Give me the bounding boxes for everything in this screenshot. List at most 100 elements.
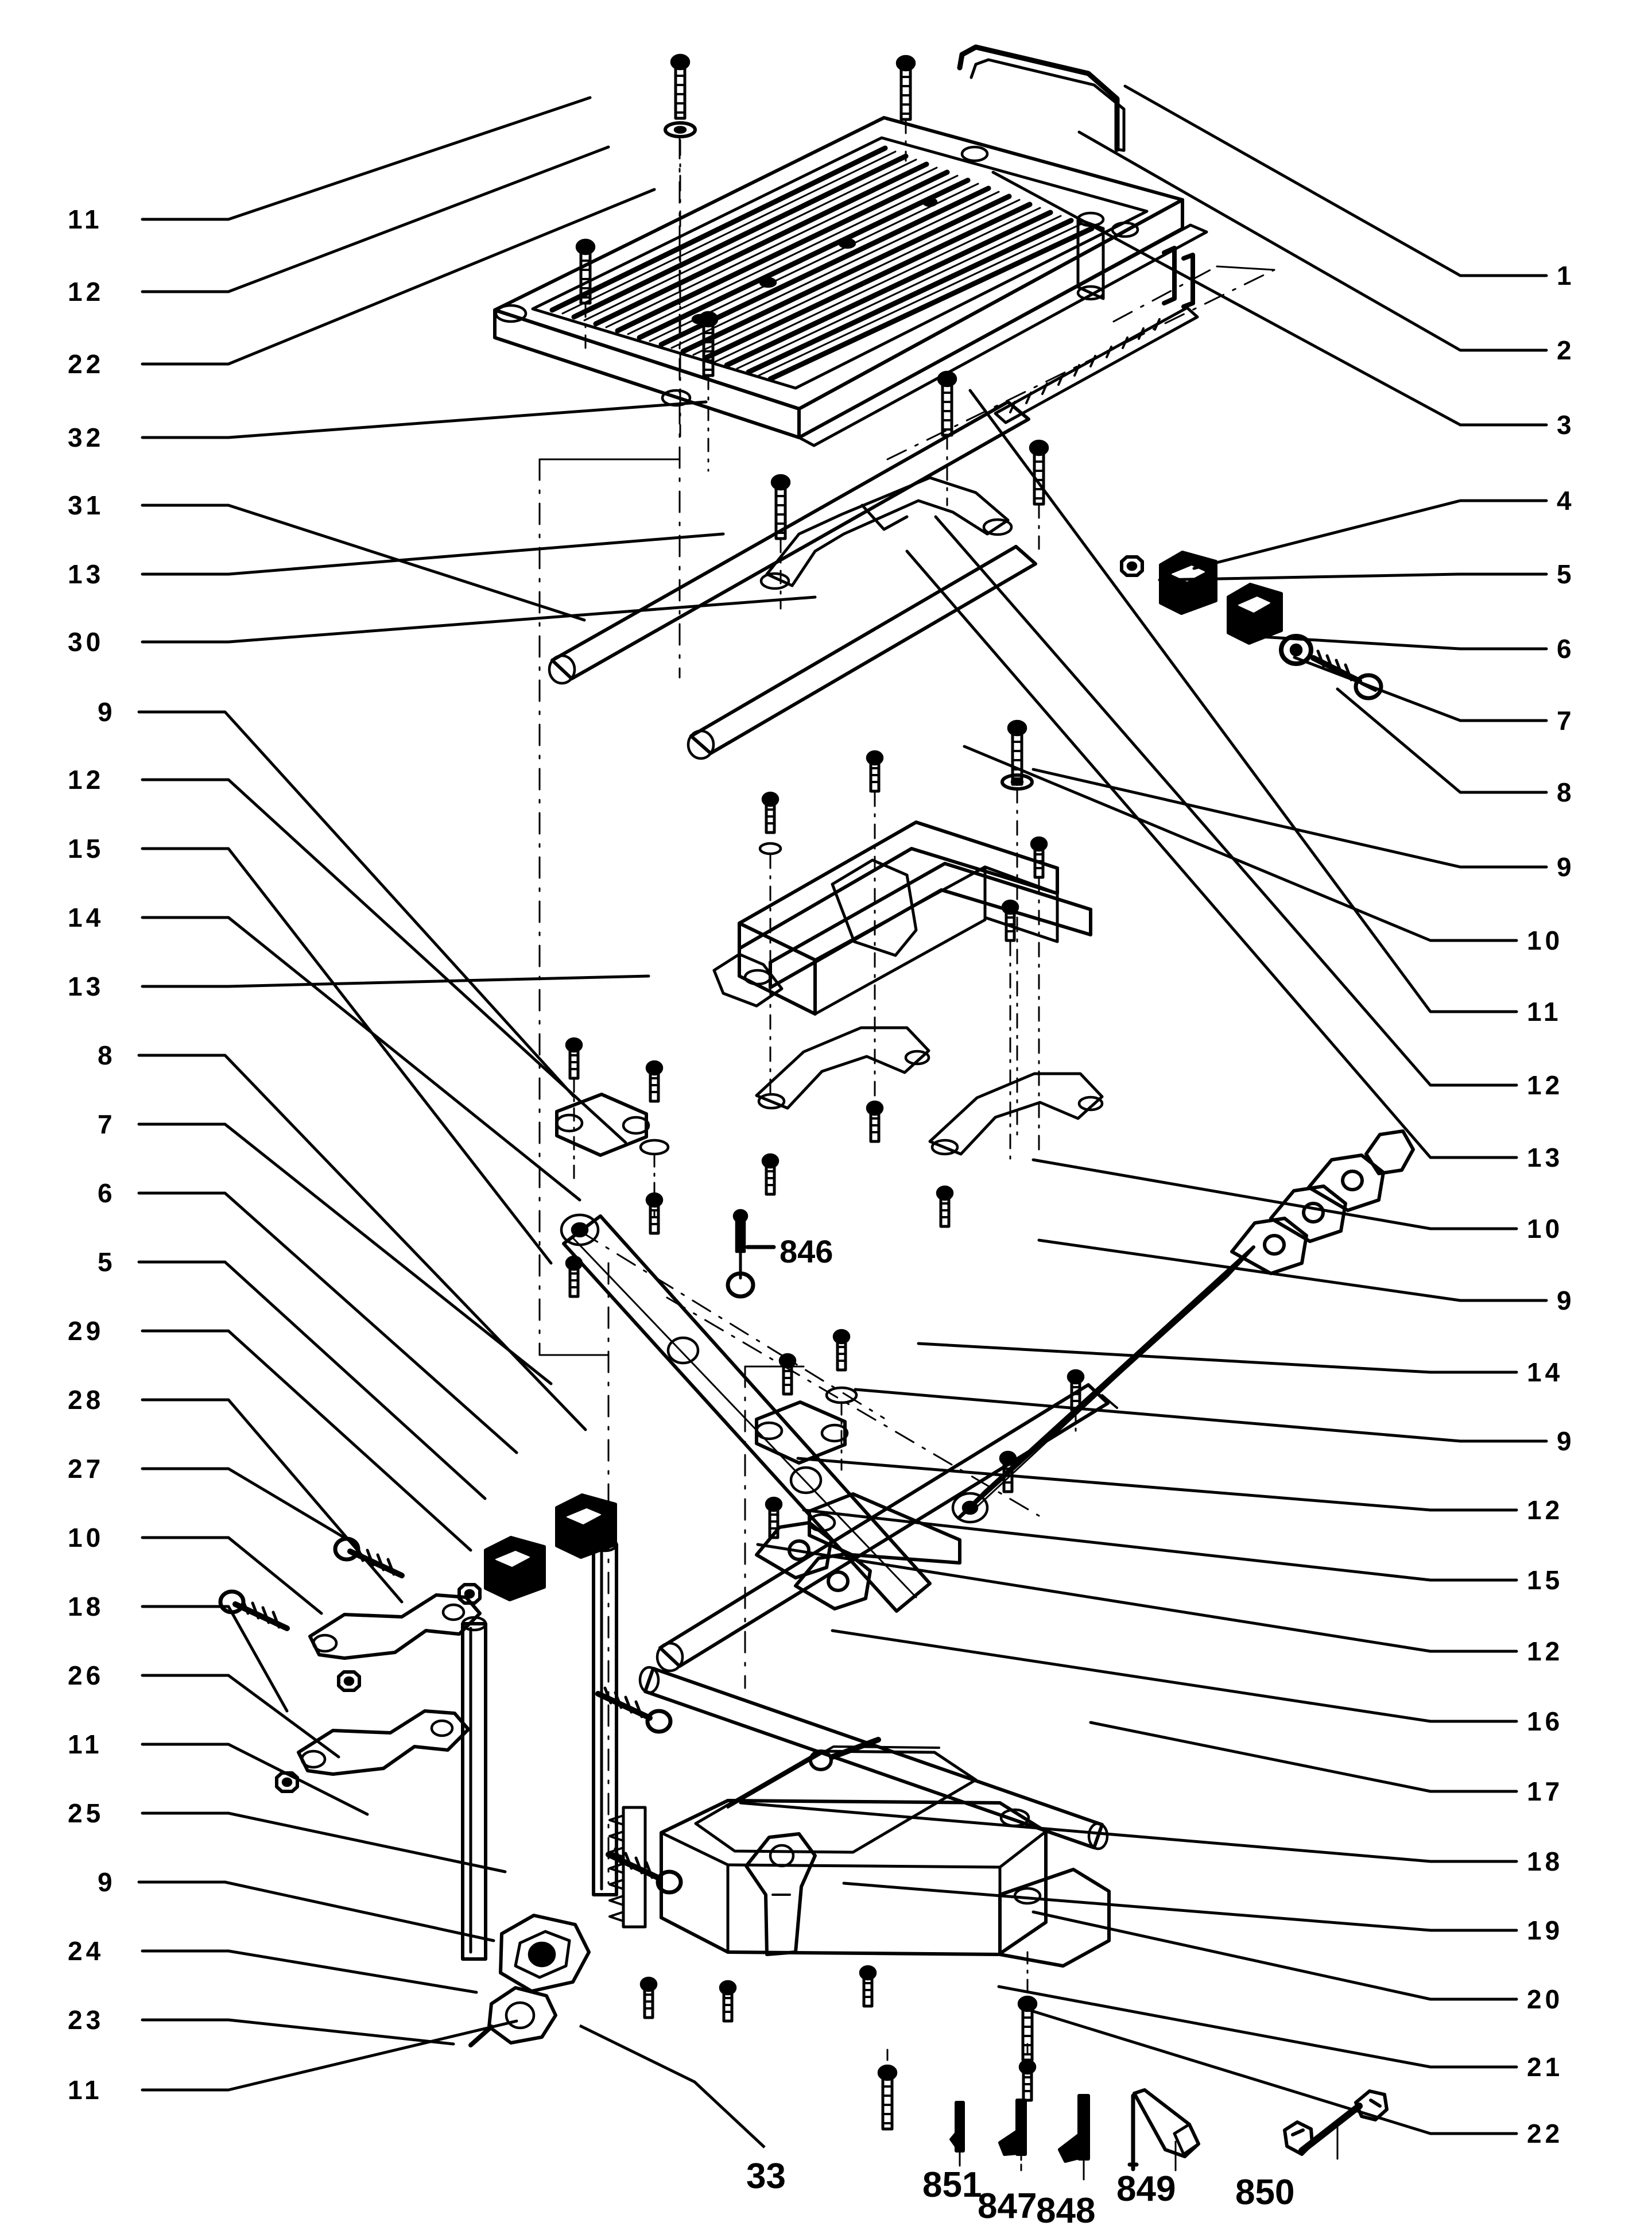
leader-left-25 (141, 1949, 478, 1994)
leader-left-24 (137, 1880, 495, 1942)
leader-right-8 (1031, 768, 1548, 869)
leader-right-26 (1026, 2008, 1518, 2135)
callout-left-0: 11 (68, 204, 103, 234)
leader-right-14 (1037, 1238, 1548, 1302)
callout-right-11: 12 (1527, 1070, 1564, 1100)
tool-number-socket-wrench: 849 (1116, 2169, 1176, 2209)
leader-left-16 (141, 1329, 472, 1552)
callout-right-22: 18 (1527, 1846, 1564, 1876)
callout-right-23: 19 (1527, 1915, 1564, 1945)
leader-left-26 (141, 2018, 455, 2046)
leader-left-23 (141, 1811, 507, 1873)
callout-left-6: 30 (68, 627, 104, 657)
leader-right-5 (1250, 634, 1548, 651)
callout-right-17: 12 (1527, 1495, 1564, 1525)
leader-line-33 (579, 2024, 766, 2148)
tool-number-hex-key-small: 847 (978, 2186, 1037, 2226)
leader-right-9 (963, 745, 1518, 942)
inline-callout-846: 846 (780, 1233, 833, 1269)
leader-right-24 (1031, 1910, 1518, 2001)
leader-right-6 (1293, 656, 1548, 722)
callout-left-14: 6 (98, 1178, 116, 1208)
callout-left-15: 5 (98, 1247, 116, 1277)
lower-left-hardware (218, 1493, 881, 1961)
callout-right-25: 21 (1527, 2052, 1564, 2082)
leader-right-20 (831, 1629, 1518, 1723)
callout-right-20: 16 (1527, 1706, 1564, 1736)
callout-left-4: 31 (68, 490, 104, 520)
base-frame-group (468, 1745, 1111, 2129)
callout-left-24: 9 (98, 1867, 116, 1897)
callout-right-21: 17 (1527, 1776, 1564, 1806)
left-link-plate (555, 1039, 670, 1296)
guide-rail-bar-group (548, 400, 1037, 760)
callout-left-7: 9 (98, 697, 116, 727)
serrated-strip (994, 306, 1199, 424)
callout-left-16: 29 (68, 1316, 104, 1346)
callout-right-8: 9 (1557, 852, 1575, 882)
leader-right-18 (802, 1508, 1518, 1582)
leader-right-11 (934, 515, 1518, 1087)
leader-lines-right (739, 84, 1548, 2135)
callout-left-5: 13 (68, 559, 104, 589)
straight-pin-tool-icon (949, 2101, 965, 2167)
callout-right-19: 12 (1527, 1636, 1564, 1666)
callout-right-16: 9 (1557, 1426, 1575, 1456)
callout-right-12: 13 (1527, 1143, 1564, 1172)
callout-left-9: 15 (68, 834, 104, 864)
leader-left-3 (141, 400, 708, 439)
leader-right-2 (991, 171, 1548, 427)
callout-left-1: 12 (68, 277, 104, 307)
leader-left-2 (141, 188, 656, 366)
callout-right-1: 2 (1557, 335, 1575, 365)
leader-right-13 (1031, 1158, 1518, 1230)
tool-number-straight-pin-tool: 851 (922, 2165, 982, 2205)
leader-right-17 (796, 1457, 1518, 1512)
callout-left-25: 24 (68, 1936, 104, 1966)
callout-left-27: 11 (68, 2075, 103, 2105)
cross-rod (638, 1666, 1109, 1851)
hex-key-small-icon (998, 2099, 1027, 2175)
callout-left-19: 10 (68, 1523, 104, 1553)
leader-right-10 (968, 389, 1518, 1013)
leader-left-27 (141, 2019, 518, 2092)
leader-right-16 (854, 1388, 1548, 1443)
callout-right-15: 14 (1527, 1357, 1564, 1387)
leader-screw-846-icon (726, 1209, 776, 1299)
callout-left-26: 23 (68, 2005, 104, 2035)
bottom-callout-33: 33 (746, 2157, 786, 2196)
leader-left-8 (141, 778, 627, 1144)
open-end-wrench-icon (1283, 2089, 1389, 2160)
leader-left-4 (141, 504, 586, 622)
tool-number-open-end-wrench: 850 (1235, 2173, 1295, 2212)
callout-right-14: 9 (1557, 1286, 1575, 1315)
callout-left-11: 13 (68, 971, 104, 1001)
callout-right-4: 5 (1557, 559, 1575, 589)
callout-left-2: 22 (68, 349, 104, 379)
callout-left-17: 28 (68, 1385, 104, 1415)
leader-left-12 (137, 1054, 587, 1431)
small-hardware-cluster (1122, 551, 1383, 700)
callout-right-26: 22 (1527, 2119, 1564, 2148)
leader-right-3 (1192, 499, 1548, 570)
tool-icons (949, 2088, 1389, 2181)
leader-left-18 (141, 1467, 358, 1546)
callout-right-7: 8 (1557, 777, 1575, 807)
callout-right-2: 3 (1557, 410, 1575, 440)
callout-right-18: 15 (1527, 1565, 1564, 1595)
callout-right-10: 11 (1527, 997, 1562, 1027)
leader-right-0 (1123, 84, 1548, 277)
leader-left-22 (141, 1743, 369, 1816)
leader-right-22 (739, 1801, 1518, 1863)
callout-right-5: 6 (1557, 634, 1575, 664)
hex-key-large-icon (1058, 2094, 1090, 2181)
callout-left-8: 12 (68, 765, 104, 795)
leader-right-1 (1077, 130, 1548, 352)
callout-left-20: 18 (68, 1592, 104, 1621)
callout-right-3: 4 (1557, 486, 1575, 516)
leader-left-9 (141, 847, 553, 1265)
leader-left-6 (141, 595, 817, 644)
leader-left-13 (137, 1122, 553, 1385)
leader-left-19 (141, 1536, 323, 1615)
